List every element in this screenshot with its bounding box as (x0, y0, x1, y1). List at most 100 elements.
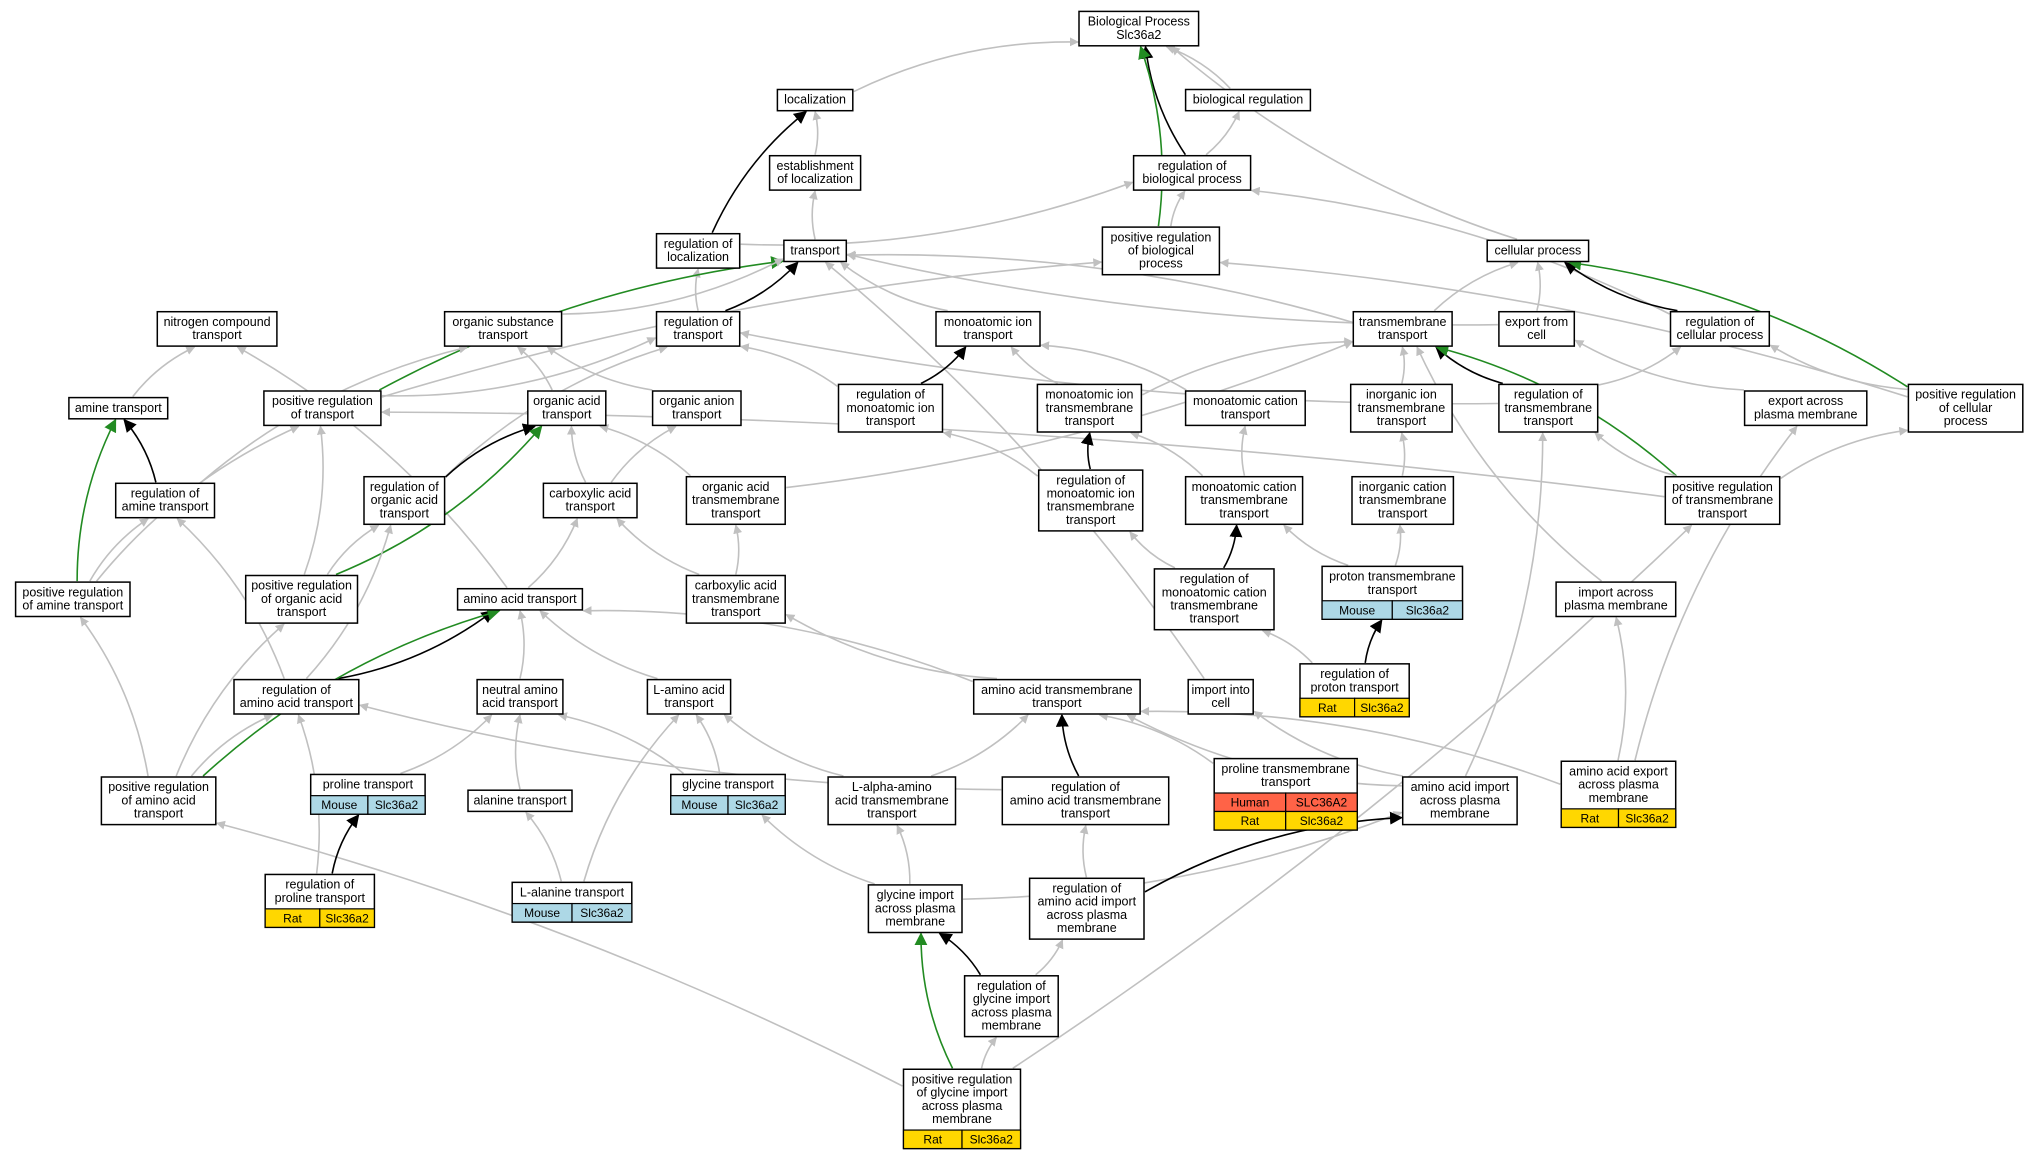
term-label: plasma membrane (1564, 599, 1668, 613)
term-label: glycine transport (682, 778, 774, 792)
term-label: proline transport (323, 778, 414, 792)
term-label: regulation of (262, 683, 331, 697)
term-box (867, 884, 963, 934)
gene-label: Slc36a2 (970, 1133, 1014, 1147)
term-label: proline transmembrane (1221, 762, 1350, 776)
edge-orgacidtm-to-tmtrans (786, 340, 1354, 489)
term-label: transport (1368, 583, 1418, 597)
edge-neutralaa-to-aatrans (517, 610, 527, 679)
term-label: membrane (1430, 807, 1490, 821)
term-label: proton transmembrane (1329, 570, 1456, 584)
edge-aaexportpm-to-importpm (1613, 616, 1627, 761)
term-label: carboxylic acid (549, 487, 631, 501)
term-node-transport: transport (783, 239, 848, 263)
term-label: across plasma (971, 1005, 1052, 1019)
edge-tmtrans-to-cellproc (1433, 260, 1519, 312)
term-label: of glycine import (916, 1086, 1008, 1100)
term-label: transport (1378, 506, 1428, 520)
term-box (1184, 475, 1304, 526)
term-box (263, 390, 382, 427)
edge-regloc-to-loc (711, 110, 808, 234)
edge-organion-to-orgsub (546, 346, 653, 391)
term-node-cellproc: cellular process (1486, 239, 1590, 263)
gene-cell (571, 902, 633, 923)
edge-transport-to-estloc (808, 190, 818, 240)
term-label: Biological Process (1088, 15, 1190, 29)
term-label: organic anion (659, 394, 734, 408)
term-label: cellular process (1676, 328, 1763, 342)
term-label: regulation of (1158, 159, 1227, 173)
term-label: regulation of (977, 979, 1046, 993)
edge-regtrans-to-regloc (691, 268, 701, 311)
edge-lalanine-to-alanine (525, 811, 563, 882)
gene-label: Slc36a2 (1406, 603, 1450, 617)
edge-exportpm-to-export (1574, 339, 1744, 391)
edges-layer (76, 37, 1909, 1087)
term-box (651, 390, 742, 427)
term-label: positive regulation (1672, 480, 1773, 494)
term-box (776, 88, 854, 112)
term-label: regulation of (1051, 780, 1120, 794)
species-label: Mouse (681, 798, 717, 812)
term-box (1028, 877, 1145, 940)
edge-tmtrans-to-transport (846, 250, 1353, 323)
edge-posregorgacid-to-regorgacid (326, 524, 380, 575)
term-label: monoatomic cation (1193, 394, 1298, 408)
term-box (1184, 88, 1312, 112)
term-box (1498, 383, 1599, 433)
term-label: positive regulation (272, 394, 373, 408)
edge-regglyimportpm-to-regaaimportpm (1035, 939, 1064, 976)
edge-posregtrans-to-posregbp (381, 258, 1103, 398)
term-label: biological regulation (1193, 93, 1304, 107)
edge-regaa-to-aatrans (337, 610, 495, 680)
term-label: transport (1524, 414, 1574, 428)
term-label: transport (664, 696, 714, 710)
edge-regorgacid-to-orgacid (445, 423, 537, 478)
term-box (233, 678, 360, 715)
term-label: establishment (777, 159, 855, 173)
edge-laa-to-aatrans (539, 610, 658, 680)
edge-carbox-to-orgacid (567, 425, 587, 483)
term-label: proton transport (1310, 680, 1399, 694)
term-label: transport (790, 244, 840, 258)
term-label: membrane (1589, 791, 1649, 805)
term-label: across plasma (922, 1099, 1003, 1113)
edge-orgacidtm-to-orgacid (599, 424, 691, 477)
edge-posregtm-to-posregcell (1780, 426, 1909, 480)
term-box (443, 310, 563, 347)
term-label: transmembrane (1358, 401, 1446, 415)
term-label: import across (1578, 585, 1653, 599)
edge-posregglyimportpm-to-regglyimportpm (980, 1036, 997, 1069)
term-label: transport (277, 605, 327, 619)
term-label: amino acid transport (463, 592, 577, 606)
term-box (156, 310, 278, 347)
edge-regmonoion-to-regtrans (739, 343, 838, 388)
term-label: transport (1061, 807, 1111, 821)
term-label: transmembrane (1046, 401, 1134, 415)
term-label: of transport (291, 407, 355, 421)
term-label: positive regulation (22, 585, 123, 599)
term-label: monoatomic ion (1047, 487, 1135, 501)
term-box (768, 154, 862, 191)
species-label: Mouse (524, 906, 560, 920)
edge-posregaa-to-posregorgacid (175, 623, 285, 777)
term-label: amino acid import (1411, 780, 1510, 794)
term-label: of localization (777, 172, 853, 186)
edge-posregamine-to-regamine (89, 518, 149, 582)
gene-cell (1391, 600, 1464, 620)
term-label: alanine transport (473, 793, 567, 807)
term-label: transmembrane (1170, 599, 1258, 613)
term-label: transport (1066, 513, 1116, 527)
